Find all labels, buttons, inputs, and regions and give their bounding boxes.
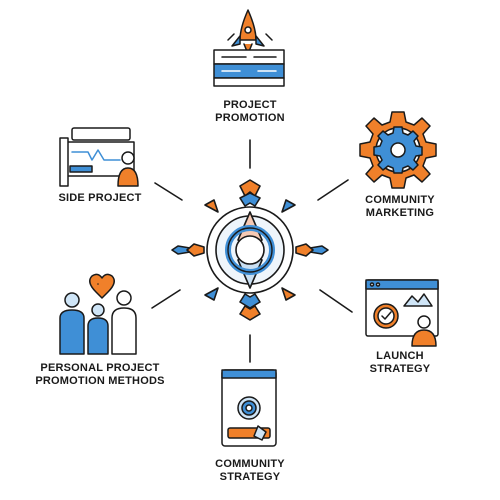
hub-arrows	[171, 179, 329, 321]
label-project-promotion: PROJECT PROMOTION	[215, 99, 285, 124]
connector-personal-project-promotion-methods	[151, 289, 181, 309]
connectors	[151, 139, 353, 363]
gear-icon	[359, 111, 437, 189]
browser-person-check-icon	[365, 279, 439, 347]
compass-gear-icon	[171, 179, 329, 321]
people-heart-icon	[59, 273, 137, 355]
rocket-board-icon	[213, 9, 285, 87]
connector-community-marketing	[317, 179, 349, 201]
label-community-strategy: COMMUNITY STRATEGY	[215, 458, 285, 483]
document-person-icon	[59, 127, 139, 187]
phone-fingerprint-icon	[221, 369, 277, 447]
label-launch-strategy: LAUNCH STRATEGY	[369, 350, 431, 375]
label-personal-project-promotion-methods: PERSONAL PROJECT PROMOTION METHODS	[35, 362, 165, 387]
connector-launch-strategy	[319, 289, 353, 313]
label-side-project: SIDE PROJECT	[58, 192, 142, 204]
connector-side-project	[154, 182, 183, 201]
label-community-marketing: COMMUNITY MARKETING	[365, 194, 435, 219]
